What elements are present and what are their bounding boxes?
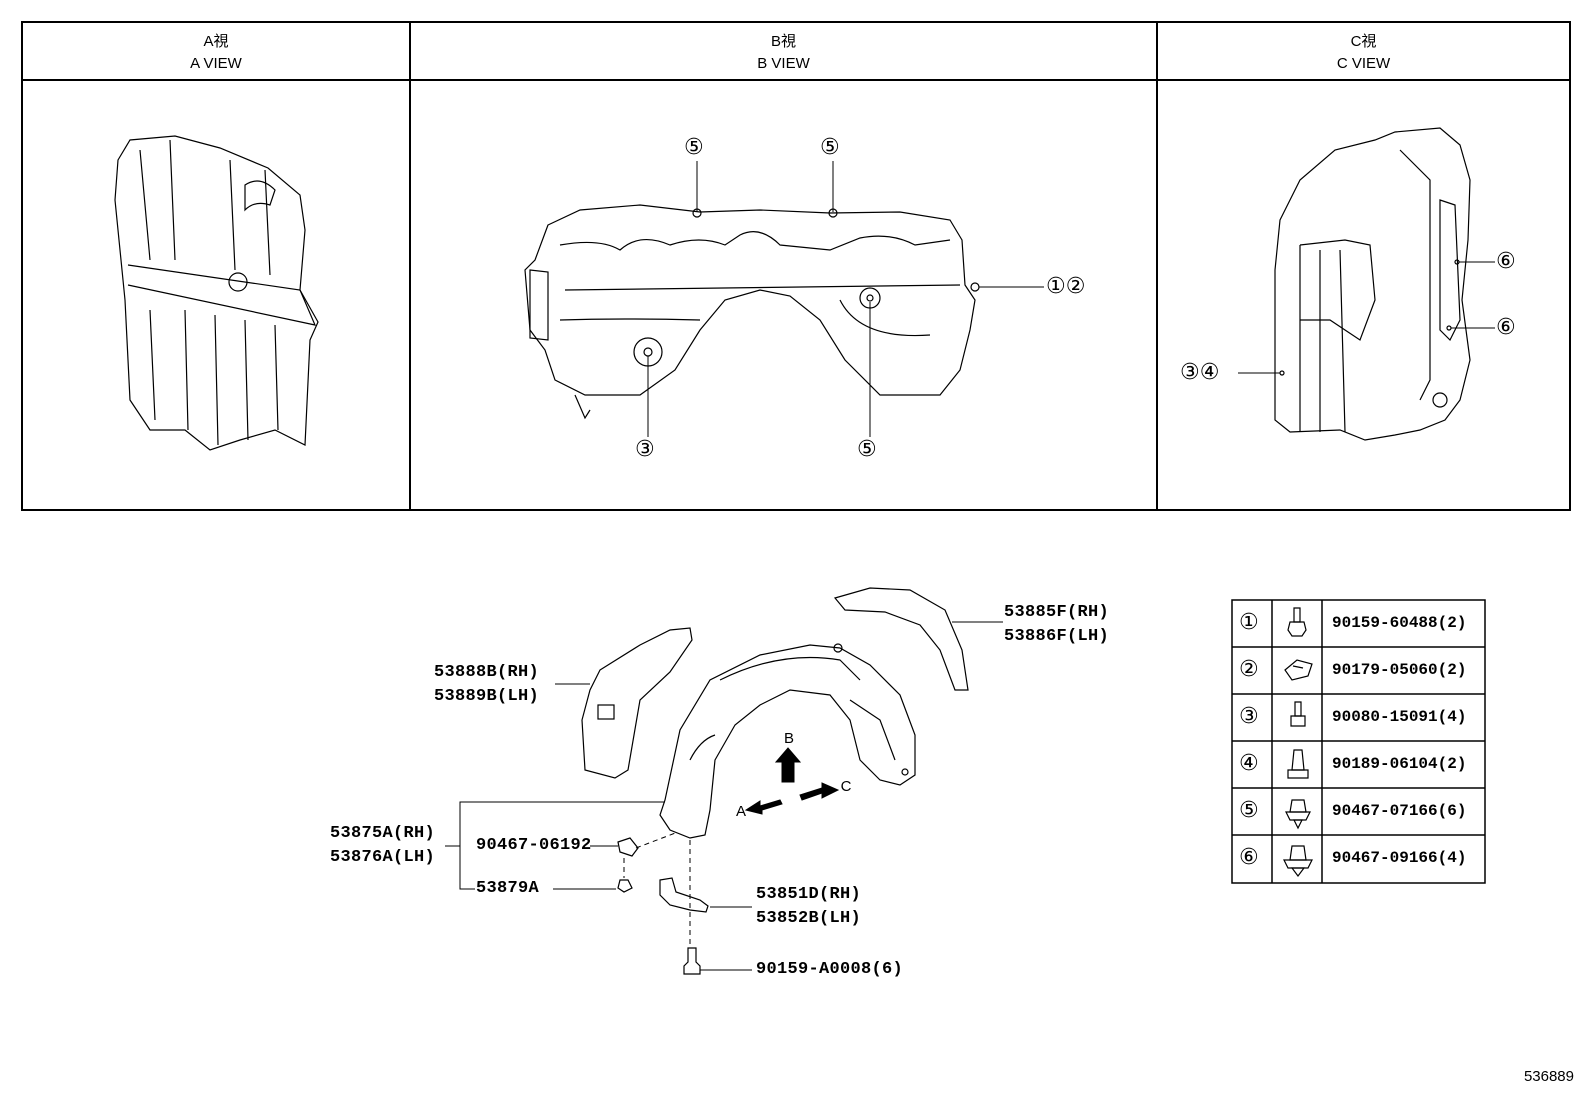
clip-nut-icon xyxy=(1284,659,1313,681)
b-view-callout-bottom-right: ⑤ xyxy=(857,437,877,462)
arrow-label-c: C xyxy=(840,778,852,795)
fastener-num-1: ① xyxy=(1239,610,1259,635)
c-view-header: C視 C VIEW xyxy=(1157,31,1570,75)
view-arrows xyxy=(744,747,840,815)
bolt-flange-icon xyxy=(1287,607,1307,637)
part-label-53886f: 53886F(LH) xyxy=(1004,627,1110,646)
fastener-num-5: ⑤ xyxy=(1239,798,1259,823)
fastener-num-6: ⑥ xyxy=(1239,845,1259,870)
fastener-part-5: 90467-07166(6) xyxy=(1332,802,1467,820)
part-label-53879a: 53879A xyxy=(476,879,540,898)
a-view-liner-drawing xyxy=(114,135,319,451)
part-label-53885f: 53885F(RH) xyxy=(1004,603,1110,622)
part-label-53889b: 53889B(LH) xyxy=(434,687,540,706)
fastener-num-3: ③ xyxy=(1239,704,1259,729)
fastener-part-4: 90189-06104(2) xyxy=(1332,755,1467,773)
a-view-header: A視 A VIEW xyxy=(22,31,410,75)
fastener-part-6: 90467-09166(4) xyxy=(1332,849,1467,867)
part-label-53876a: 53876A(LH) xyxy=(330,848,436,867)
b-view-callout-top-left: ⑤ xyxy=(684,135,704,160)
fastener-part-1: 90159-60488(2) xyxy=(1332,614,1467,632)
c-view-callout-right-mid: ⑥ xyxy=(1496,315,1516,340)
bolt-icon xyxy=(1290,701,1306,727)
c-view-callout-left: ③④ xyxy=(1180,360,1220,385)
fastener-part-2: 90179-05060(2) xyxy=(1332,661,1467,679)
rivet-nut-icon xyxy=(1287,749,1309,779)
part-label-53888b: 53888B(RH) xyxy=(434,663,540,682)
b-view-title-en: B VIEW xyxy=(757,55,810,72)
b-view-callout-top-right: ⑤ xyxy=(820,135,840,160)
view-frame xyxy=(21,21,1571,511)
push-clip-large-icon xyxy=(1283,845,1313,877)
a-view-title-en: A VIEW xyxy=(190,55,242,72)
arrow-label-a: A xyxy=(735,803,746,820)
b-view-liner-drawing xyxy=(524,204,980,420)
diagram-id: 536889 xyxy=(1523,1068,1574,1085)
push-clip-icon xyxy=(1285,799,1311,830)
fastener-num-2: ② xyxy=(1239,657,1259,682)
b-view-header: B視 B VIEW xyxy=(410,31,1157,75)
c-view-liner-drawing xyxy=(1274,127,1471,441)
fastener-num-4: ④ xyxy=(1239,751,1259,776)
part-label-53852b: 53852B(LH) xyxy=(756,909,862,928)
c-view-title-ja: C視 xyxy=(1350,33,1377,50)
b-view-title-ja: B視 xyxy=(770,33,796,50)
c-view-title-en: C VIEW xyxy=(1336,55,1391,72)
part-label-90159-a0008: 90159-A0008(6) xyxy=(756,960,904,979)
part-label-53851d: 53851D(RH) xyxy=(756,885,862,904)
a-view-title-ja: A視 xyxy=(203,33,229,50)
b-view-callout-right: ①② xyxy=(1046,274,1086,299)
fastener-table-grid xyxy=(1231,599,1486,884)
part-label-90467-06192: 90467-06192 xyxy=(476,836,592,855)
b-view-callout-bottom-left: ③ xyxy=(635,437,655,462)
part-label-53875a: 53875A(RH) xyxy=(330,824,436,843)
fastener-part-3: 90080-15091(4) xyxy=(1332,708,1467,726)
arrow-label-b: B xyxy=(783,730,794,747)
c-view-callout-right-top: ⑥ xyxy=(1496,249,1516,274)
assembly-drawing xyxy=(581,587,969,975)
